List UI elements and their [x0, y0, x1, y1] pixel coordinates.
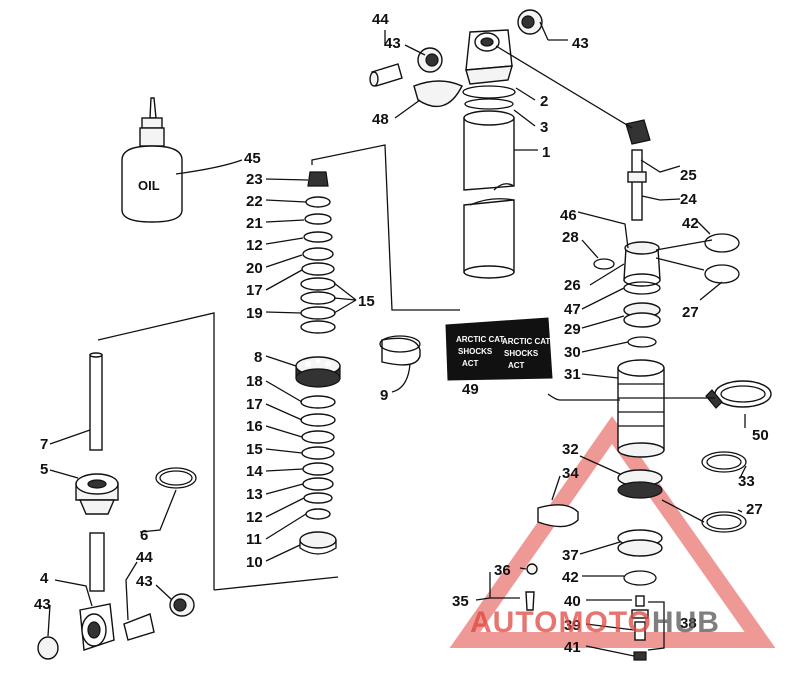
watermark-triangle	[449, 416, 776, 648]
labels: 44 43 43 2 3 48 1 45 23 22 21 12 20 17 1…	[34, 11, 769, 656]
label-19: 19	[246, 305, 263, 322]
label-37: 37	[562, 547, 579, 564]
label-12-bottom: 12	[246, 509, 263, 526]
label-5: 5	[40, 461, 48, 478]
watermark-auto: AUTO	[470, 606, 558, 639]
watermark-text: AUTOMOTOHUB	[470, 606, 720, 639]
label-36: 36	[494, 562, 511, 579]
label-43-top-right: 43	[572, 35, 589, 52]
label-2: 2	[540, 93, 548, 110]
label-24: 24	[680, 191, 697, 208]
label-11: 11	[246, 531, 262, 548]
label-20: 20	[246, 260, 263, 277]
watermark-hub: HUB	[652, 606, 720, 639]
svg-text:AUTOMOTOHUB: AUTOMOTOHUB	[470, 606, 720, 639]
label-21: 21	[246, 215, 263, 232]
label-30: 30	[564, 344, 581, 361]
label-23: 23	[246, 171, 263, 188]
shaft-assembly	[37, 352, 197, 660]
valve-stack-bottom	[299, 395, 337, 555]
decal-line-3: ACT	[462, 359, 479, 368]
label-6: 6	[140, 527, 148, 544]
label-25: 25	[680, 167, 697, 184]
label-43-bottom-left: 43	[34, 596, 51, 613]
decal-line-1: ARCTIC CAT	[456, 335, 504, 344]
label-28: 28	[562, 229, 579, 246]
label-42-bottom: 42	[562, 569, 579, 586]
valve-stack-top	[300, 171, 336, 334]
label-47: 47	[564, 301, 581, 318]
label-17-top: 17	[246, 282, 263, 299]
label-15-top: 15	[358, 293, 375, 310]
label-44-bottom: 44	[136, 549, 153, 566]
label-13: 13	[246, 486, 263, 503]
label-49: 49	[462, 381, 479, 398]
label-16: 16	[246, 418, 263, 435]
label-29: 29	[564, 321, 581, 338]
label-33: 33	[738, 473, 755, 490]
label-32: 32	[562, 441, 579, 458]
watermark-moto: MOTO	[558, 606, 651, 639]
label-17-bottom: 17	[246, 396, 263, 413]
label-22: 22	[246, 193, 263, 210]
label-10: 10	[246, 554, 263, 571]
label-31: 31	[564, 366, 581, 383]
piston	[295, 356, 341, 388]
decal-line-4: ARCTIC CAT	[502, 337, 550, 346]
oil-label: OIL	[138, 178, 160, 193]
label-4: 4	[40, 570, 49, 587]
label-40: 40	[564, 593, 581, 610]
reservoir-assembly	[525, 119, 772, 661]
label-26: 26	[564, 277, 581, 294]
label-39: 39	[564, 617, 581, 634]
decal: ARCTIC CAT SHOCKS ACT ARCTIC CAT SHOCKS …	[445, 317, 553, 381]
label-18: 18	[246, 373, 263, 390]
label-46: 46	[560, 207, 577, 224]
label-9: 9	[380, 387, 388, 404]
label-44-top: 44	[372, 11, 389, 28]
label-48: 48	[372, 111, 389, 128]
label-14: 14	[246, 463, 263, 480]
label-35: 35	[452, 593, 469, 610]
label-8: 8	[254, 349, 262, 366]
oil-bottle: OIL	[121, 97, 183, 223]
label-27-bottom: 27	[746, 501, 763, 518]
label-15-bottom: 15	[246, 441, 263, 458]
label-3: 3	[540, 119, 548, 136]
label-50: 50	[752, 427, 769, 444]
label-43-bottom-right: 43	[136, 573, 153, 590]
label-42-top: 42	[682, 215, 699, 232]
label-34: 34	[562, 465, 579, 482]
decal-line-5: SHOCKS	[504, 349, 539, 358]
label-45: 45	[244, 150, 261, 167]
decal-line-2: SHOCKS	[458, 347, 493, 356]
label-38: 38	[680, 615, 697, 632]
label-43-top-left: 43	[384, 35, 401, 52]
label-7: 7	[40, 436, 48, 453]
label-27-top: 27	[682, 304, 699, 321]
top-bushings	[369, 9, 543, 108]
label-41: 41	[564, 639, 581, 656]
label-1: 1	[542, 144, 550, 161]
piston-ring	[379, 335, 421, 366]
decal-line-6: ACT	[508, 361, 525, 370]
leader-lines	[47, 21, 747, 657]
shock-body	[462, 29, 516, 279]
label-12-top: 12	[246, 237, 263, 254]
